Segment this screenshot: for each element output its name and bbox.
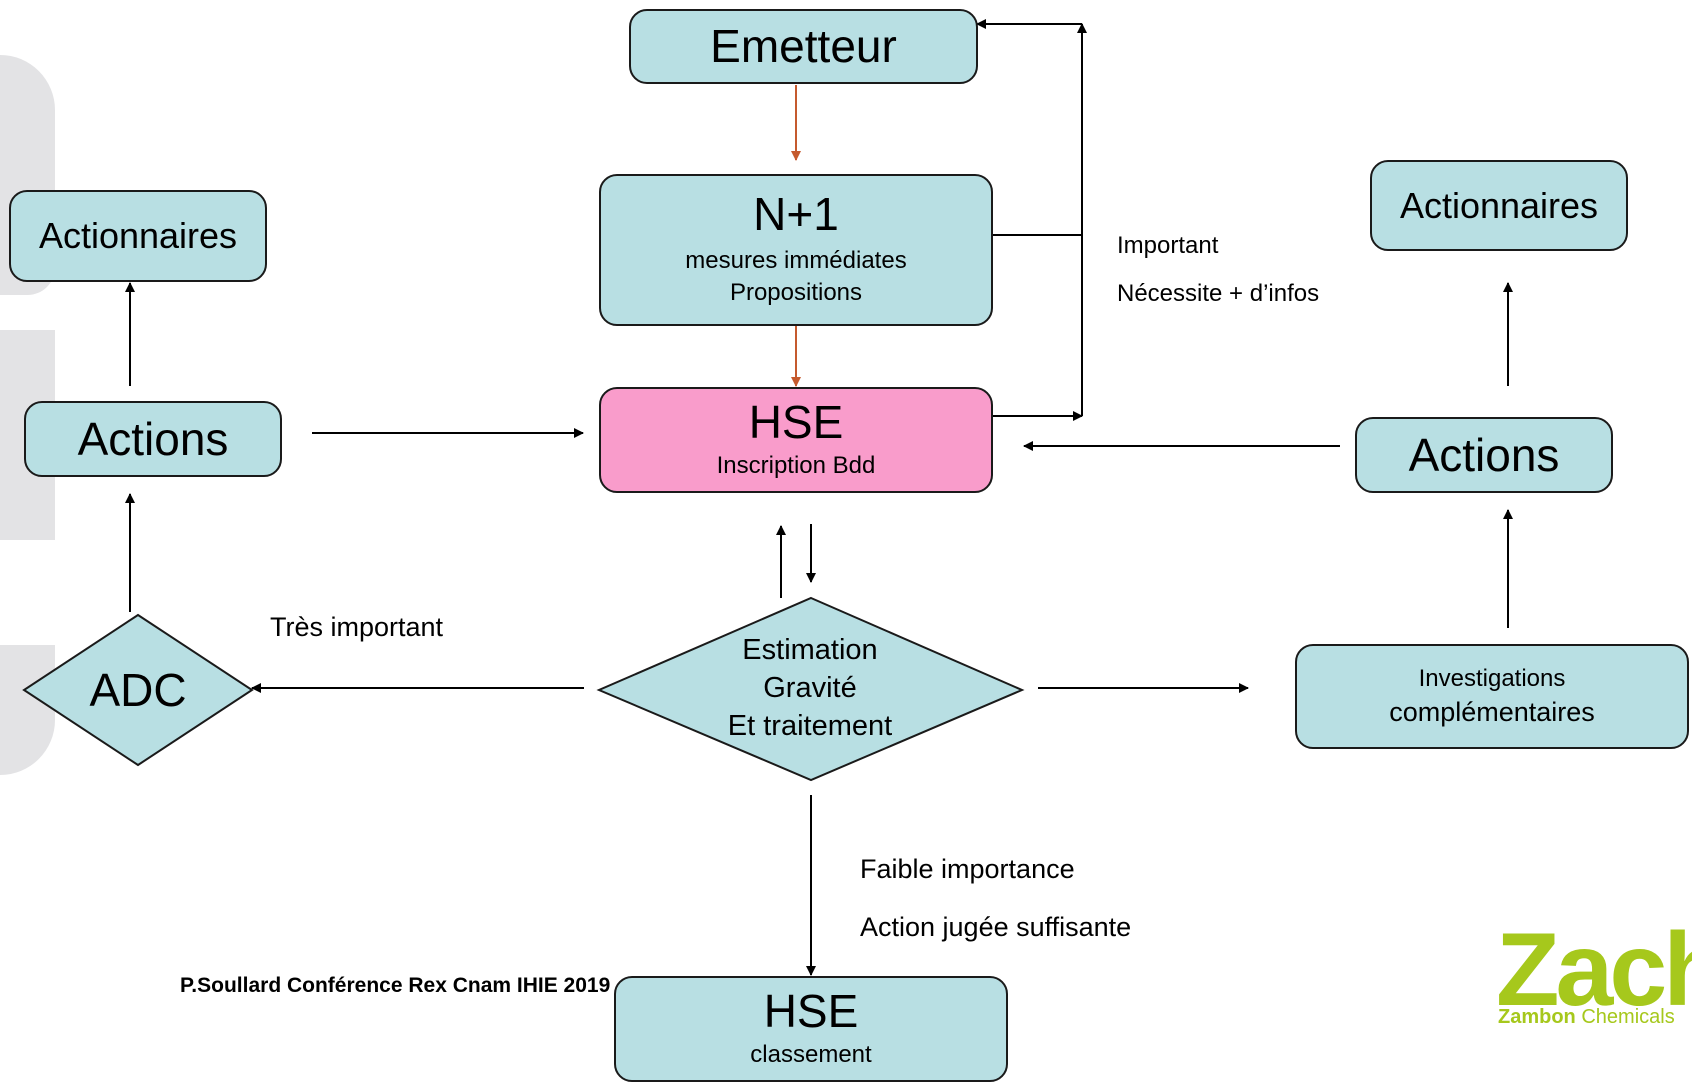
node-actions-left: Actions <box>24 401 282 477</box>
zambon-logo-rest: Chemicals <box>1575 1006 1675 1028</box>
adc-diamond <box>22 613 254 767</box>
node-actions-left-title: Actions <box>77 412 229 465</box>
zambon-logo-text: Zambon Chemicals <box>1498 1006 1692 1029</box>
node-actionnaires-right: Actionnaires <box>1370 160 1628 251</box>
node-actionnaires-left: Actionnaires <box>9 190 267 282</box>
node-emetteur-title: Emetteur <box>710 20 897 73</box>
zambon-logo-bold: Zambon <box>1498 1006 1576 1028</box>
node-estimation-line2: Gravité <box>763 672 857 705</box>
zach-logo-mark: Zach <box>1496 918 1692 1022</box>
node-investigations-line1: Investigations <box>1418 664 1566 692</box>
node-n1: N+1 mesures immédiates Propositions <box>599 174 993 326</box>
node-adc-title: ADC <box>89 663 187 716</box>
node-emetteur: Emetteur <box>629 9 978 84</box>
node-estimation-line3: Et traitement <box>727 709 893 742</box>
node-n1-title: N+1 <box>753 188 839 241</box>
node-n1-line2: Propositions <box>729 279 863 307</box>
node-actionnaires-left-title: Actionnaires <box>38 215 238 257</box>
node-actionnaires-right-title: Actionnaires <box>1399 184 1599 226</box>
estimation-diamond <box>596 596 1025 782</box>
node-hse-classement: HSE classement <box>614 976 1008 1082</box>
node-estimation: Estimation Gravité Et traitement <box>640 630 980 748</box>
node-estimation-line1: Estimation <box>742 634 878 667</box>
node-investigations: Investigations complémentaires <box>1295 644 1689 749</box>
node-hse-classement-sub: classement <box>750 1040 872 1068</box>
label-action-suffisante: Action jugée suffisante <box>860 912 1132 942</box>
node-hse-title: HSE <box>748 395 844 448</box>
node-hse-sub: Inscription Bdd <box>716 451 876 479</box>
footer-credit: P.Soullard Conférence Rex Cnam IHIE 2019 <box>180 974 611 997</box>
node-hse: HSE Inscription Bdd <box>599 387 993 493</box>
node-actions-right: Actions <box>1355 417 1613 493</box>
node-n1-line1: mesures immédiates <box>685 246 907 274</box>
node-actions-right-title: Actions <box>1408 428 1560 481</box>
label-tres-important: Très important <box>270 612 444 642</box>
node-hse-classement-title: HSE <box>763 984 859 1037</box>
label-important: Important <box>1117 232 1219 259</box>
label-necessite: Nécessite + d’infos <box>1117 280 1320 307</box>
label-faible-importance: Faible importance <box>860 854 1075 884</box>
node-investigations-line2: complémentaires <box>1389 697 1595 728</box>
node-adc: ADC <box>24 640 252 740</box>
